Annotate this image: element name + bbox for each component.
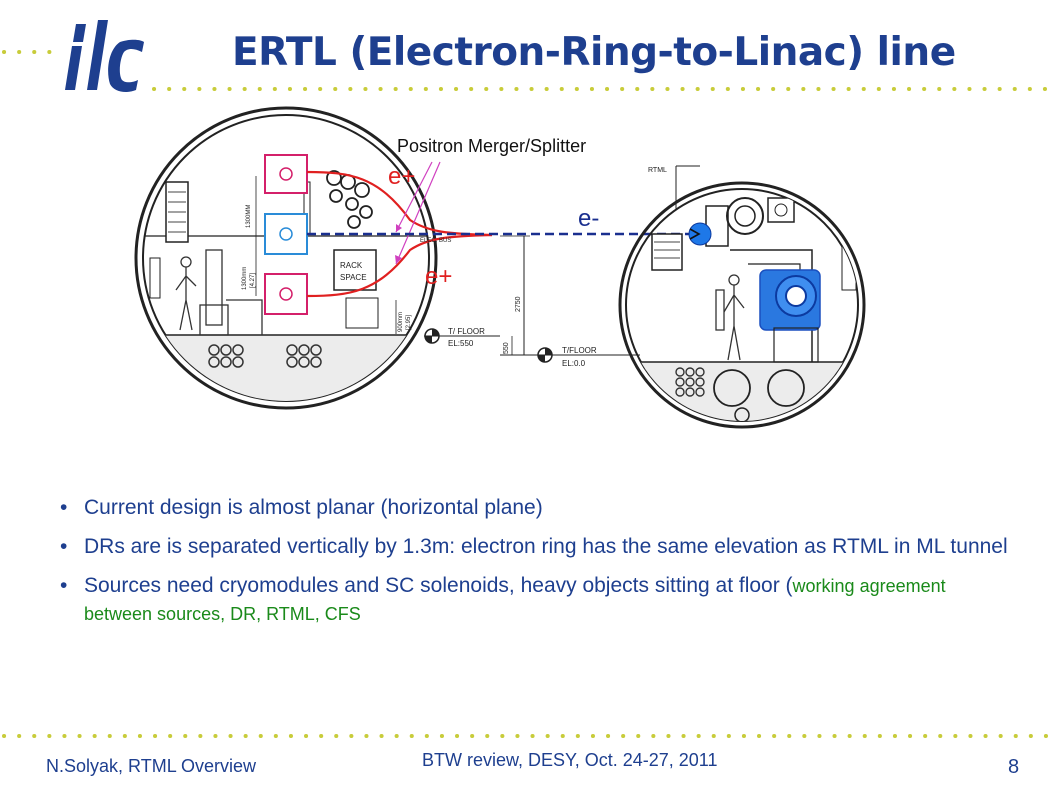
bullet-item: DRs are is separated vertically by 1.3m:… xyxy=(58,533,1018,560)
dim-295: [2.95] xyxy=(406,315,412,330)
e-plus-bottom-label: e+ xyxy=(425,263,452,290)
t-floor-right: T/FLOOR xyxy=(562,346,597,355)
dim-550: 550 xyxy=(503,342,510,354)
rack-label: RACK xyxy=(340,261,363,270)
footer-event: BTW review, DESY, Oct. 24-27, 2011 xyxy=(422,750,718,770)
rtml-label: RTML xyxy=(648,167,667,174)
elec-bus-label: ELEC. BUS xyxy=(420,238,451,244)
e-minus-label: e- xyxy=(578,205,599,232)
bullet-item: Sources need cryomodules and SC solenoid… xyxy=(58,572,1018,628)
dim-1300mm-mid: 1300mm xyxy=(242,267,248,290)
e-plus-top-label: e+ xyxy=(388,163,415,190)
bullet-list: Current design is almost planar (horizon… xyxy=(58,494,1018,640)
floor-markers: T/ FLOOR EL:550 T/FLOOR EL:0.0 2750 550 xyxy=(424,235,640,368)
t-floor-left: T/ FLOOR xyxy=(448,327,485,336)
el-right: EL:0.0 xyxy=(562,359,586,368)
bullet-item: Current design is almost planar (horizon… xyxy=(58,494,1018,521)
bullet-note: working agreement between sources, DR, R… xyxy=(84,576,946,624)
dim-2750: 2750 xyxy=(515,296,522,312)
bullet-text: DRs are is separated vertically by 1.3m:… xyxy=(84,535,1008,558)
slide-title: ERTL (Electron-Ring-to-Linac) line xyxy=(232,30,956,75)
main-linac-tunnel: RTML xyxy=(618,165,866,429)
dim-1300mm-top: 1300MM xyxy=(246,205,252,228)
footer-author: N.Solyak, RTML Overview xyxy=(46,756,257,776)
bullet-text: Sources need cryomodules and SC solenoid… xyxy=(84,574,793,597)
el-left: EL:550 xyxy=(448,339,474,348)
bullet-text: Current design is almost planar (horizon… xyxy=(84,496,543,519)
top-left-dotted-rule xyxy=(2,50,60,54)
footer-dotted-rule xyxy=(2,734,1056,738)
dim-900mm: 900mm xyxy=(398,312,404,332)
header-dotted-rule xyxy=(152,87,1058,91)
positron-merger-splitter-label: Positron Merger/Splitter xyxy=(397,136,586,156)
ilc-logo: ilc xyxy=(65,20,144,92)
page-number: 8 xyxy=(1008,756,1020,778)
dim-427-mid: [4.27] xyxy=(250,273,256,288)
tunnel-cross-section-diagram: RACK SPACE 1300MM 1300mm [4.27] 900mm [2… xyxy=(134,106,866,429)
space-label: SPACE xyxy=(340,273,367,282)
